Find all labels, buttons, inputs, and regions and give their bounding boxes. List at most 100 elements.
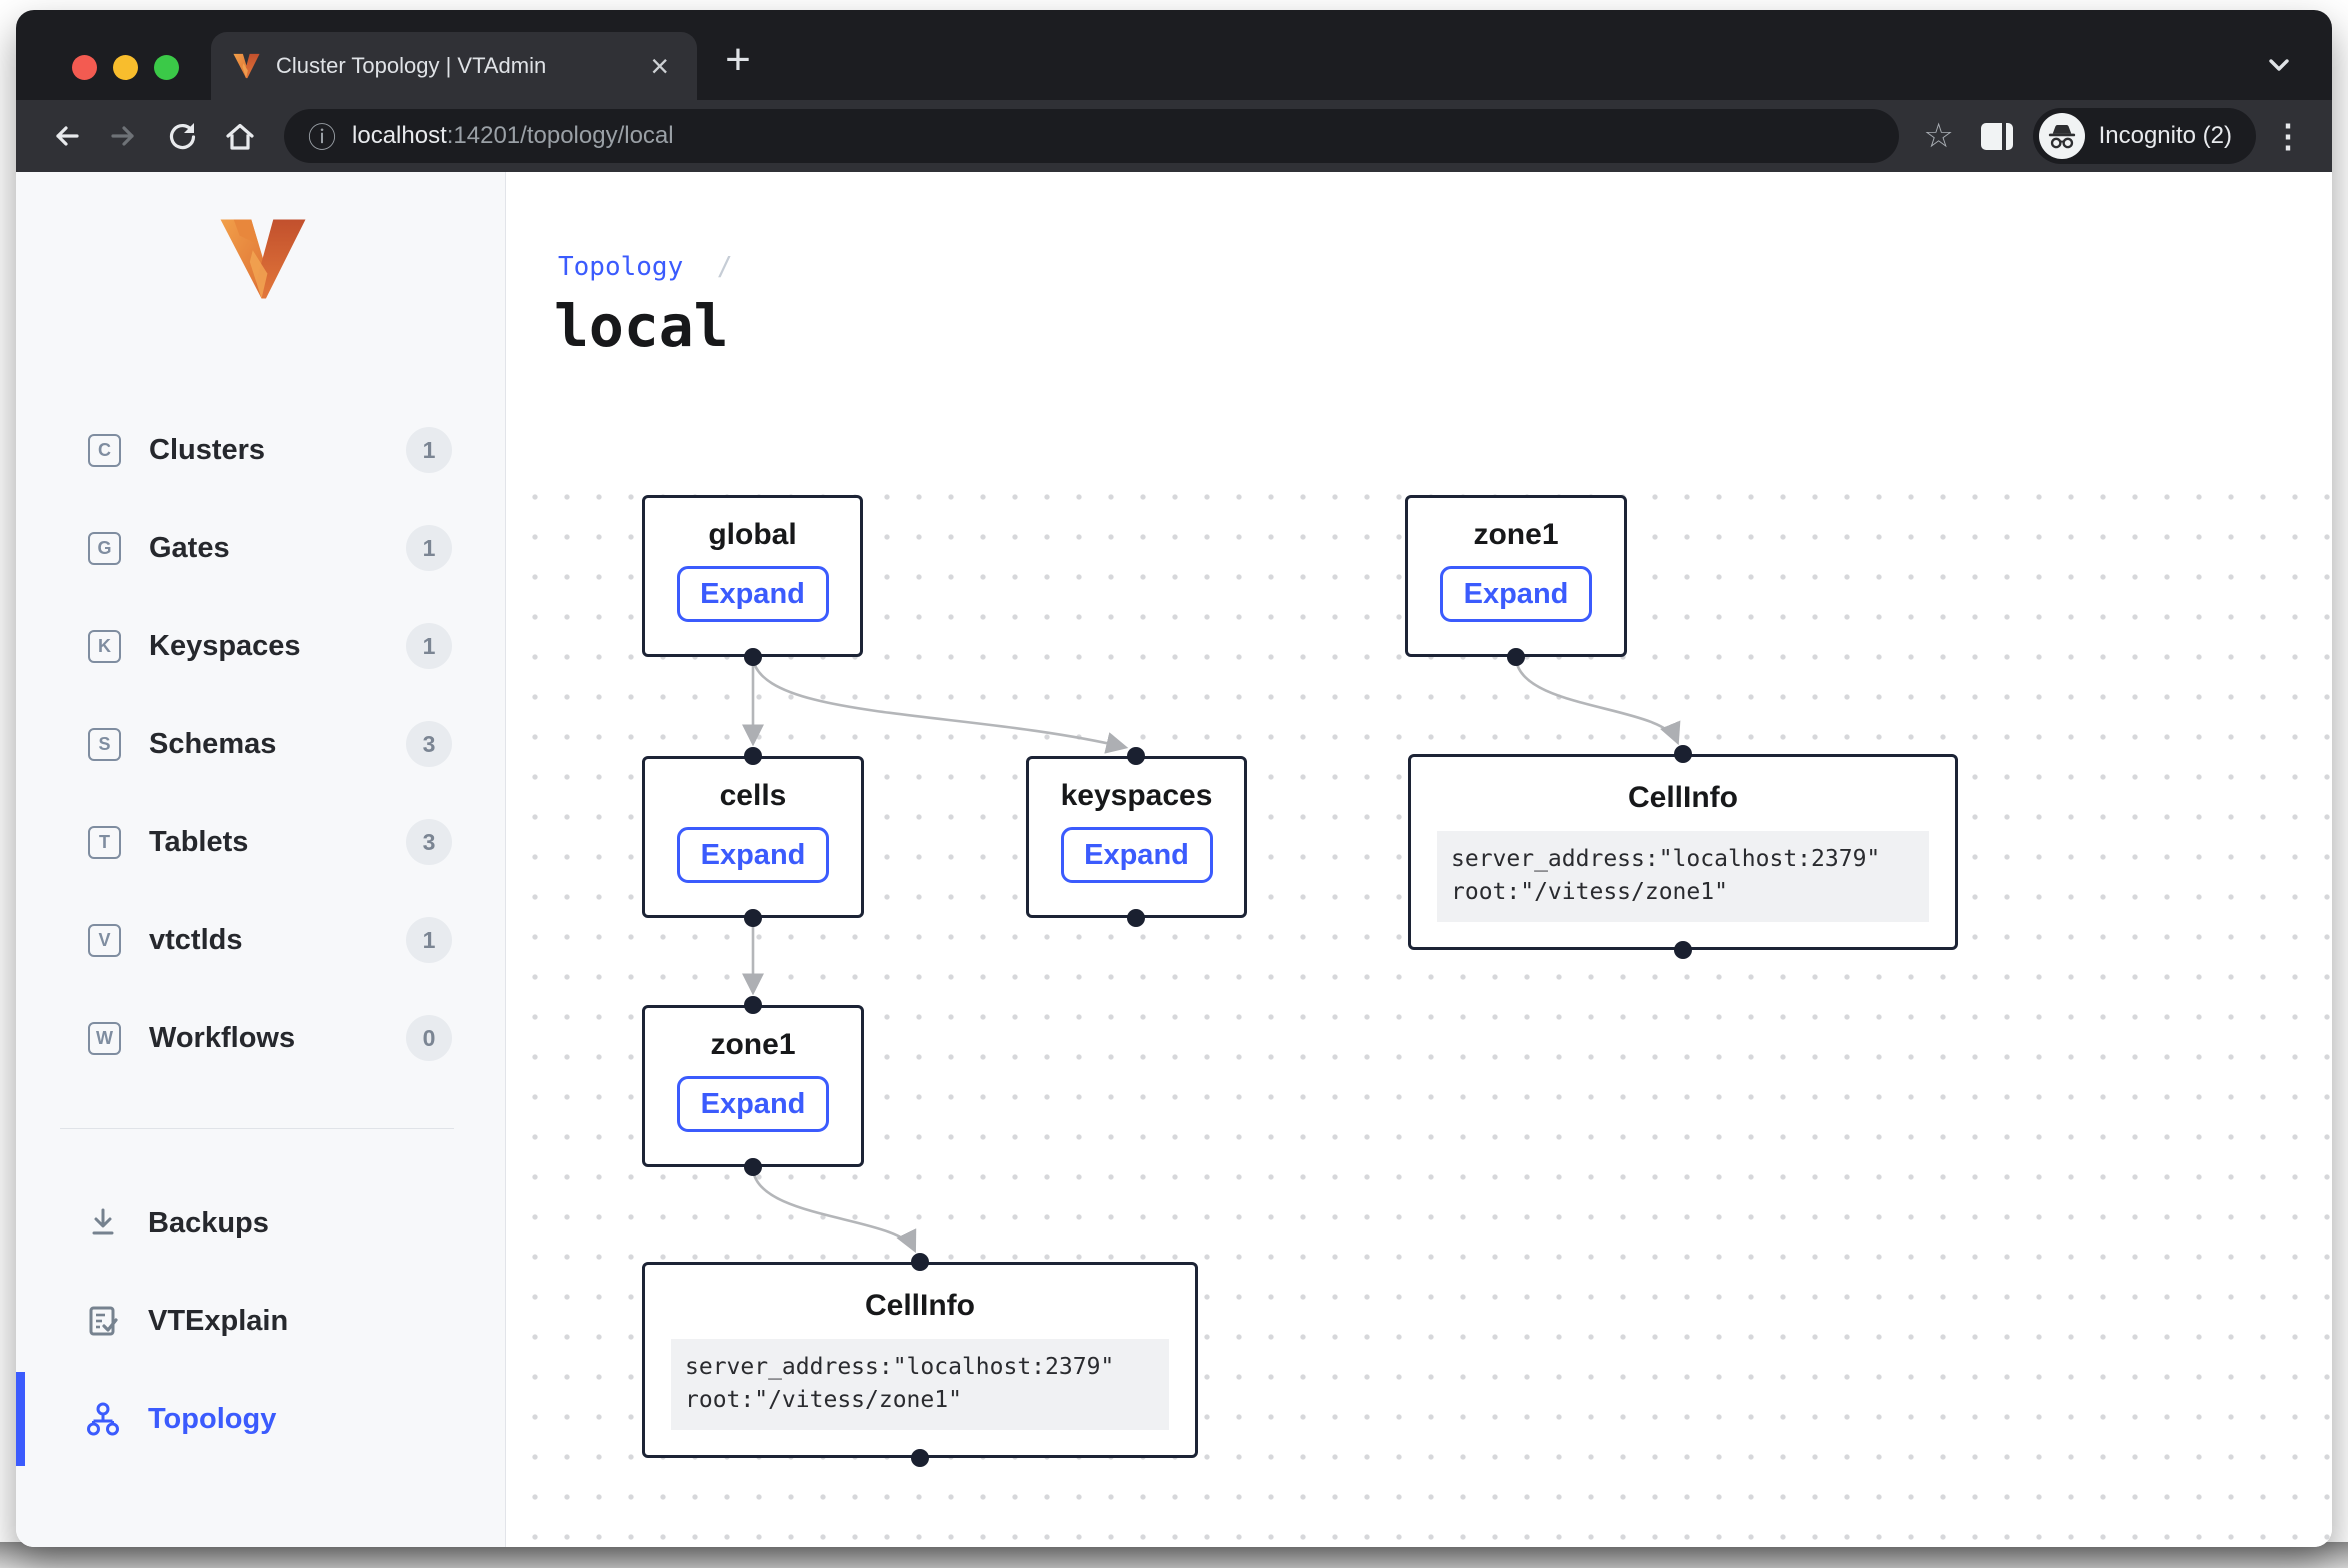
sidebar-item-label: vtctlds (149, 924, 242, 957)
topology-node-global[interactable]: global Expand (642, 495, 863, 657)
url-text: localhost:14201/topology/local (352, 122, 674, 150)
side-panel-icon[interactable] (1975, 114, 2019, 158)
close-window-button[interactable] (72, 55, 97, 80)
sidebar-item-topology[interactable]: Topology (16, 1389, 505, 1449)
sidebar-item-label: Topology (148, 1403, 276, 1436)
vtexplain-icon (84, 1302, 122, 1340)
sidebar-nav: C Clusters 1 G Gates 1 K Keyspaces 1 S S… (16, 420, 505, 1106)
cellinfo-code: server_address:"localhost:2379" root:"/v… (1437, 831, 1929, 922)
sidebar-item-keyspaces[interactable]: K Keyspaces 1 (16, 616, 505, 676)
sidebar-item-clusters[interactable]: C Clusters 1 (16, 420, 505, 480)
topology-node-keyspaces[interactable]: keyspaces Expand (1026, 756, 1247, 918)
browser-tab[interactable]: Cluster Topology | VTAdmin × (211, 32, 697, 100)
expand-button[interactable]: Expand (677, 827, 829, 883)
reload-icon[interactable] (160, 114, 204, 158)
expand-button[interactable]: Expand (677, 1076, 829, 1132)
breadcrumb-separator: / (717, 252, 733, 282)
expand-button[interactable]: Expand (677, 566, 829, 622)
keyspaces-letter-icon: K (88, 630, 121, 663)
sidebar-item-schemas[interactable]: S Schemas 3 (16, 714, 505, 774)
node-title: zone1 (1408, 518, 1624, 552)
home-icon[interactable] (218, 114, 262, 158)
clusters-letter-icon: C (88, 434, 121, 467)
expand-button[interactable]: Expand (1061, 827, 1213, 883)
incognito-badge: Incognito (2) (2033, 108, 2256, 164)
node-title: CellInfo (645, 1289, 1195, 1323)
site-info-icon[interactable]: ⓘ (308, 116, 336, 156)
forward-icon[interactable] (102, 114, 146, 158)
sidebar-item-vtexplain[interactable]: VTExplain (16, 1291, 505, 1351)
sidebar-item-label: Schemas (149, 728, 276, 761)
sidebar-divider (60, 1128, 454, 1129)
sidebar-item-label: Workflows (149, 1022, 295, 1055)
sidebar-tools: Backups VTExplain Topology (16, 1193, 505, 1487)
browser-menu-icon[interactable]: ⋮ (2272, 120, 2304, 152)
download-icon (84, 1204, 122, 1242)
browser-window: Cluster Topology | VTAdmin × + ⓘ localho… (16, 10, 2332, 1547)
sidebar-item-label: Gates (149, 532, 230, 565)
node-title: zone1 (645, 1028, 861, 1062)
node-title: global (645, 518, 860, 552)
sidebar-item-gates[interactable]: G Gates 1 (16, 518, 505, 578)
code-line: root:"/vitess/zone1" (1451, 876, 1915, 909)
count-badge: 1 (406, 623, 452, 669)
vtctlds-letter-icon: V (88, 924, 121, 957)
back-icon[interactable] (44, 114, 88, 158)
window-controls (72, 55, 179, 80)
count-badge: 0 (406, 1015, 452, 1061)
code-line: server_address:"localhost:2379" (1451, 843, 1915, 876)
count-badge: 3 (406, 819, 452, 865)
tab-search-chevron-icon[interactable] (2262, 54, 2296, 81)
topology-node-cellinfo-zone1[interactable]: CellInfo server_address:"localhost:2379"… (1408, 754, 1958, 950)
code-line: root:"/vitess/zone1" (685, 1384, 1155, 1417)
sidebar-item-label: Clusters (149, 434, 265, 467)
topology-node-cells[interactable]: cells Expand (642, 756, 864, 918)
count-badge: 1 (406, 525, 452, 571)
node-title: CellInfo (1411, 781, 1955, 815)
bookmark-star-icon[interactable]: ☆ (1917, 114, 1961, 158)
breadcrumb: Topology / (558, 252, 733, 282)
sidebar: C Clusters 1 G Gates 1 K Keyspaces 1 S S… (16, 172, 506, 1547)
gates-letter-icon: G (88, 532, 121, 565)
workflows-letter-icon: W (88, 1022, 121, 1055)
incognito-icon (2039, 113, 2085, 159)
count-badge: 3 (406, 721, 452, 767)
topology-page: Topology / local global Expand zone1 Exp… (506, 172, 2332, 1547)
sidebar-item-label: Backups (148, 1207, 269, 1240)
sidebar-item-label: VTExplain (148, 1305, 288, 1338)
sidebar-item-label: Tablets (149, 826, 248, 859)
sidebar-item-tablets[interactable]: T Tablets 3 (16, 812, 505, 872)
new-tab-button[interactable]: + (716, 40, 760, 84)
vitess-logo (219, 218, 307, 300)
count-badge: 1 (406, 427, 452, 473)
count-badge: 1 (406, 917, 452, 963)
topology-icon (84, 1400, 122, 1438)
breadcrumb-topology-link[interactable]: Topology (558, 252, 683, 282)
code-line: server_address:"localhost:2379" (685, 1351, 1155, 1384)
tab-strip: Cluster Topology | VTAdmin × + (16, 10, 2332, 100)
page-content: C Clusters 1 G Gates 1 K Keyspaces 1 S S… (16, 172, 2332, 1547)
sidebar-item-label: Keyspaces (149, 630, 301, 663)
expand-button[interactable]: Expand (1440, 566, 1592, 622)
topology-node-zone1-cells[interactable]: zone1 Expand (642, 1005, 864, 1167)
browser-toolbar: ⓘ localhost:14201/topology/local ☆ Incog… (16, 100, 2332, 172)
tab-title: Cluster Topology | VTAdmin (276, 53, 644, 79)
cellinfo-code: server_address:"localhost:2379" root:"/v… (671, 1339, 1169, 1430)
node-title: keyspaces (1029, 779, 1244, 813)
sidebar-item-vtctlds[interactable]: V vtctlds 1 (16, 910, 505, 970)
close-tab-icon[interactable]: × (644, 50, 675, 82)
node-title: cells (645, 779, 861, 813)
vitess-favicon-icon (233, 53, 260, 79)
page-title: local (554, 292, 729, 360)
minimize-window-button[interactable] (113, 55, 138, 80)
maximize-window-button[interactable] (154, 55, 179, 80)
topology-node-zone1[interactable]: zone1 Expand (1405, 495, 1627, 657)
tablets-letter-icon: T (88, 826, 121, 859)
incognito-label: Incognito (2) (2099, 122, 2232, 150)
active-indicator (16, 1372, 25, 1466)
address-bar[interactable]: ⓘ localhost:14201/topology/local (284, 109, 1899, 163)
schemas-letter-icon: S (88, 728, 121, 761)
sidebar-item-backups[interactable]: Backups (16, 1193, 505, 1253)
sidebar-item-workflows[interactable]: W Workflows 0 (16, 1008, 505, 1068)
topology-node-cellinfo-zone1-cells[interactable]: CellInfo server_address:"localhost:2379"… (642, 1262, 1198, 1458)
